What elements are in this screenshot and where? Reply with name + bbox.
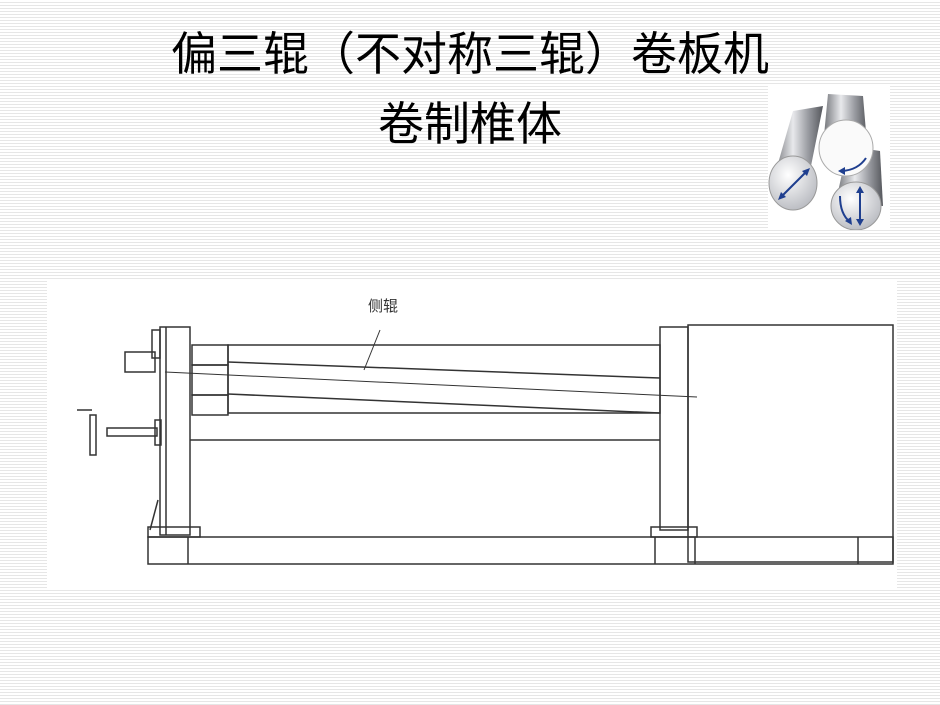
three-rolls-illustration xyxy=(768,86,890,230)
side-roll-label: 侧辊 xyxy=(368,297,398,315)
slide-title-line2: 卷制椎体 xyxy=(378,97,562,151)
slide-title-line1: 偏三辊（不对称三辊）卷板机 xyxy=(171,27,769,81)
